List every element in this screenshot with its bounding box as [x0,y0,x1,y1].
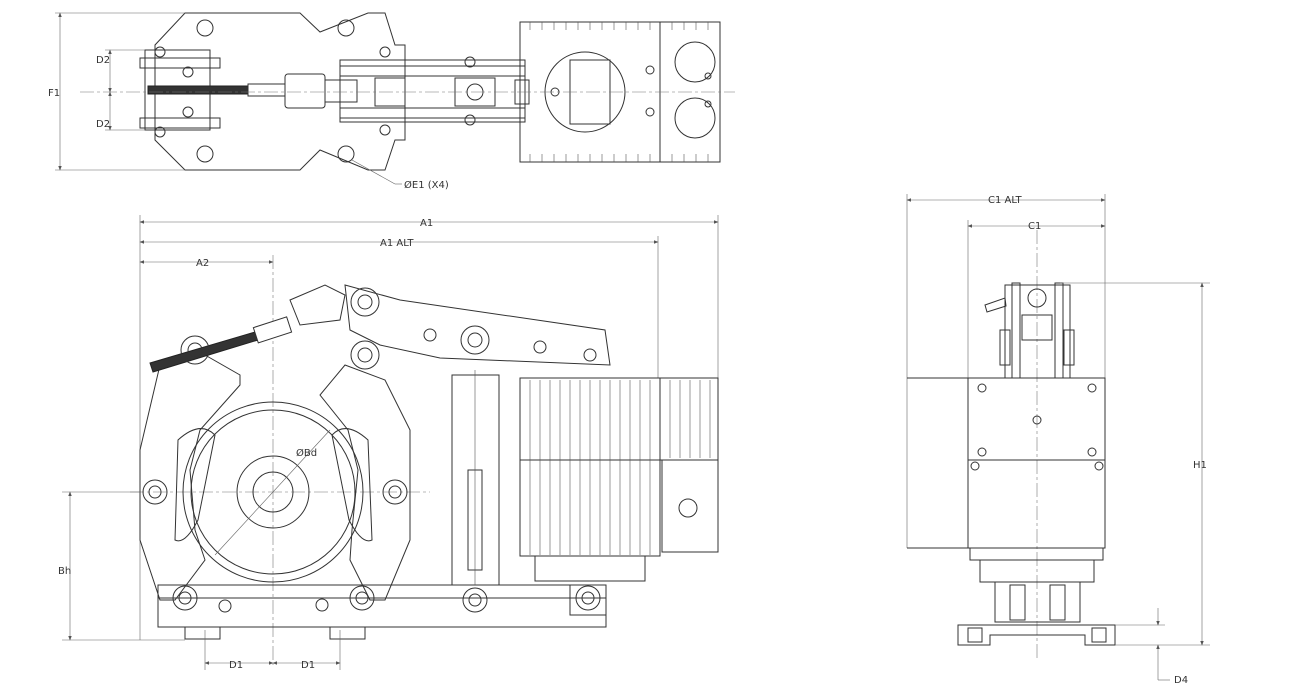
label-bh: Bh [58,566,71,577]
top-view [55,12,735,185]
label-f1: F1 [48,88,60,99]
label-bd: ØBd [296,447,317,459]
label-a1: A1 [420,218,433,229]
label-d1-right: D1 [301,660,315,671]
label-e1-holes: ØE1 (X4) [404,179,449,191]
label-c1-alt: C1 ALT [988,195,1023,206]
label-d1-left: D1 [229,660,243,671]
front-view [62,215,719,670]
side-view [906,194,1210,681]
label-a2: A2 [196,258,209,269]
label-d2-top: D2 [96,55,110,66]
label-a1-alt: A1 ALT [380,238,414,249]
label-h1: H1 [1193,460,1207,471]
label-d2-bottom: D2 [96,119,110,130]
label-c1: C1 [1028,221,1041,232]
label-d4: D4 [1174,675,1188,686]
